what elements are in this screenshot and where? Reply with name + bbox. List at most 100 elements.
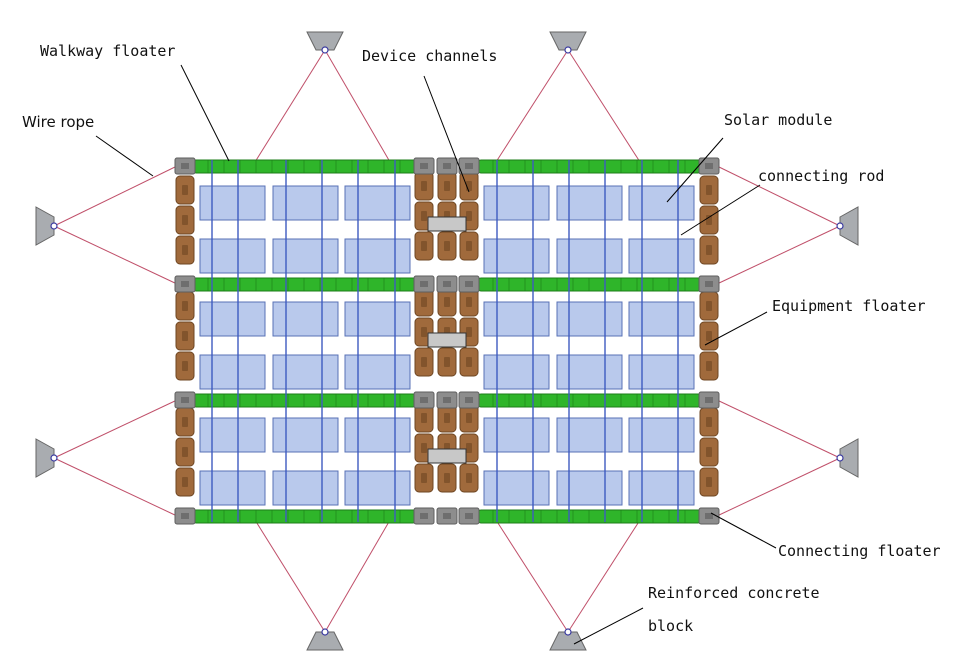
equipment-floater-mark [182, 245, 188, 255]
equipment-floater-mark [444, 413, 450, 423]
solar-module [483, 238, 550, 274]
label-solar-module: Solar module [724, 111, 832, 129]
equipment-floater-mark [182, 185, 188, 195]
equipment-floater-mark [706, 477, 712, 487]
equipment-floater-mark [421, 297, 427, 307]
wire-rope-line [324, 519, 391, 633]
label-concrete-block-line1: Reinforced concrete [648, 584, 820, 602]
equipment-floater-mark [182, 331, 188, 341]
equipment-floater-mark [182, 417, 188, 427]
equipment-floater-mark [444, 473, 450, 483]
connecting-floater-mark [705, 513, 713, 519]
solar-module [628, 354, 695, 390]
solar-module [628, 238, 695, 274]
solar-module [199, 417, 266, 453]
label-concrete-block-line2: block [648, 617, 693, 635]
wire-rope-line [254, 519, 326, 633]
equipment-floater-mark [706, 185, 712, 195]
solar-module [628, 185, 695, 221]
connecting-floater-mark [443, 281, 451, 287]
equipment-floater-mark [421, 211, 427, 221]
wire-rope-line [495, 519, 569, 633]
solar-module [272, 470, 339, 506]
equipment-floater-mark [466, 297, 472, 307]
wire-rope-line [53, 399, 178, 459]
equipment-floater-mark [466, 473, 472, 483]
wire-rope-line [567, 519, 641, 633]
leader-equipment-floater [704, 311, 768, 346]
equipment-floater-mark [182, 447, 188, 457]
equipment-floater-mark [421, 443, 427, 453]
leader-connecting-floater [710, 512, 777, 549]
equipment-floater-columns [175, 171, 719, 497]
solar-module [628, 470, 695, 506]
solar-module [272, 301, 339, 337]
equipment-floater-mark [421, 327, 427, 337]
equipment-floater-mark [421, 473, 427, 483]
equipment-floater-mark [466, 211, 472, 221]
reinforced-concrete-block-icon [35, 438, 55, 478]
connecting-floater-mark [465, 397, 473, 403]
label-connecting-floater: Connecting floater [778, 542, 941, 560]
connecting-floater-mark [420, 513, 428, 519]
solar-module [199, 185, 266, 221]
equipment-floater-mark [182, 215, 188, 225]
leader-connecting-rod [680, 184, 761, 236]
equipment-floater-mark [421, 413, 427, 423]
solar-module [199, 470, 266, 506]
label-connecting-rod: connecting rod [758, 167, 884, 185]
equipment-floater-mark [466, 357, 472, 367]
equipment-floater-mark [706, 215, 712, 225]
equipment-floater-mark [466, 413, 472, 423]
leader-solar-module [666, 137, 724, 203]
solar-module [556, 354, 623, 390]
equipment-floater-mark [706, 301, 712, 311]
solar-module [628, 417, 695, 453]
connecting-floater-mark [181, 163, 189, 169]
solar-module [199, 238, 266, 274]
reinforced-concrete-block-icon [306, 31, 344, 51]
equipment-floater-mark [182, 301, 188, 311]
leader-concrete-block [573, 607, 644, 645]
equipment-floater-mark [706, 447, 712, 457]
label-wire-rope: Wire rope [22, 113, 94, 131]
leader-walkway [180, 64, 230, 162]
connecting-rods [211, 160, 679, 522]
solar-module [556, 470, 623, 506]
equipment-floater-mark [444, 241, 450, 251]
solar-modules [199, 185, 695, 506]
solar-module [344, 301, 411, 337]
connecting-floater-mark [443, 513, 451, 519]
anchor-eye [836, 454, 844, 462]
solar-module [556, 417, 623, 453]
device-boxes [427, 216, 467, 464]
labels: Walkway floater Device channels Wire rop… [22, 42, 941, 635]
solar-module [344, 417, 411, 453]
wire-rope-line [716, 225, 841, 285]
wire-rope-line [567, 49, 641, 163]
label-walkway-floater: Walkway floater [40, 42, 175, 60]
solar-module [556, 185, 623, 221]
anchor-eye [564, 628, 572, 636]
equipment-floater-mark [444, 357, 450, 367]
solar-module [483, 354, 550, 390]
wire-rope-line [495, 49, 569, 163]
connecting-floater-mark [420, 281, 428, 287]
leader-device-channels [423, 75, 470, 193]
leader-lines [95, 64, 777, 645]
wire-rope-line [716, 399, 841, 459]
equipment-floater-mark [706, 361, 712, 371]
solar-module [199, 354, 266, 390]
equipment-floater-mark [444, 297, 450, 307]
solar-module [344, 470, 411, 506]
connecting-floater-mark [465, 513, 473, 519]
wire-rope-line [716, 457, 841, 517]
anchor-eye [564, 46, 572, 54]
equipment-floater-mark [182, 477, 188, 487]
solar-module [483, 301, 550, 337]
connecting-floater-mark [465, 281, 473, 287]
reinforced-concrete-blocks [35, 31, 859, 651]
wire-rope-line [53, 457, 178, 517]
device-box [427, 332, 467, 348]
